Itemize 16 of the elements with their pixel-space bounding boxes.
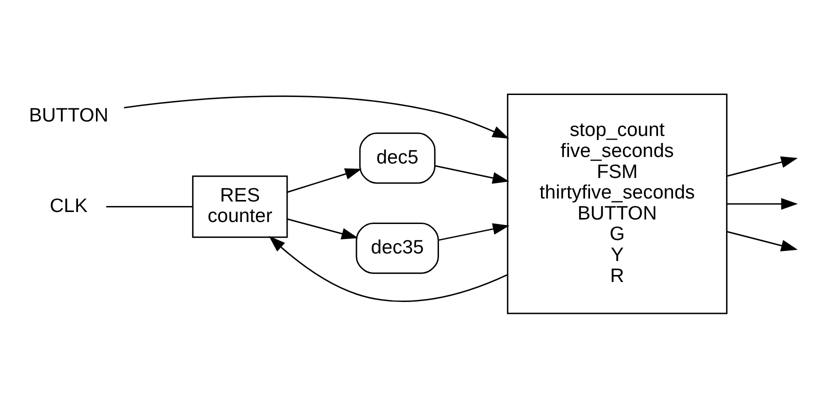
arrow [727,198,798,210]
node-text: CLK [50,194,88,217]
arrow [268,236,508,302]
arrow [438,223,510,241]
node-box: RES counter [192,175,288,238]
arrow [124,96,510,139]
node-text: BUTTON [28,104,108,127]
node-box: dec5 [359,132,436,184]
node-box: stop_count five_seconds FSM thirtyfive_seconds BUTTON G Y R [506,94,728,314]
arrow [287,168,362,193]
node-box: dec35 [356,222,439,274]
arrow [726,231,798,252]
arrow [287,218,358,240]
arrow [434,165,510,184]
connector [106,206,192,208]
arrow [726,156,798,177]
